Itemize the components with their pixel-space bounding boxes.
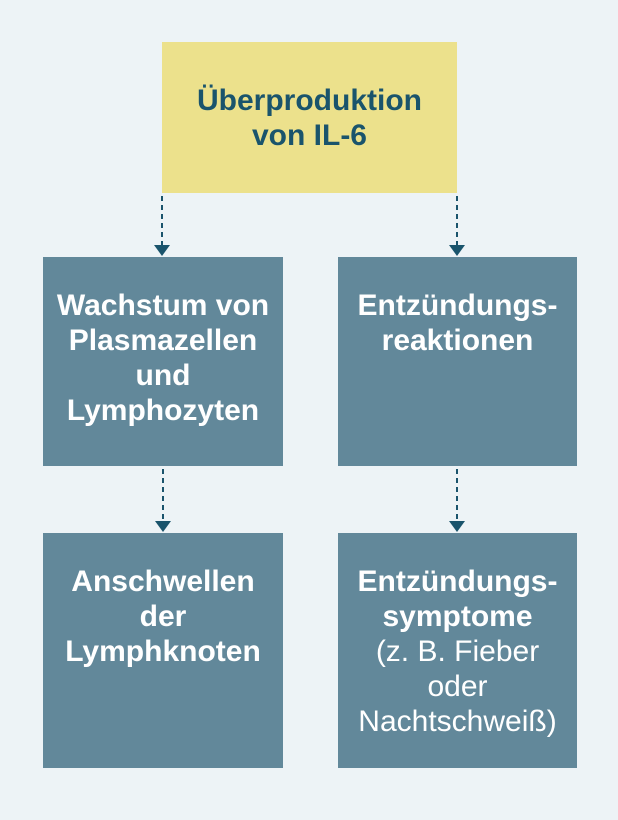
node-label-line: Überproduktion bbox=[197, 83, 422, 117]
node-label-line: der bbox=[139, 600, 187, 633]
node-growth-plasma-cells-lymphocytes: Wachstum von Plasmazellen und Lymphozyte… bbox=[43, 257, 283, 466]
node-inflammation-reactions: Entzündungs- reaktionen bbox=[338, 257, 577, 466]
node-label-line: symptome bbox=[382, 600, 533, 633]
arrow-dashed-line-root-to-inflammation bbox=[456, 196, 458, 245]
node-label-line: reaktionen bbox=[381, 324, 534, 357]
arrowhead-down-icon bbox=[449, 245, 465, 256]
node-label-line: Lymphknoten bbox=[65, 635, 261, 668]
node-label-line: von IL-6 bbox=[251, 118, 367, 152]
node-lymph-node-swelling: Anschwellen der Lymphknoten bbox=[43, 533, 283, 768]
node-label-line: Nachtschweiß) bbox=[358, 705, 557, 738]
arrow-dashed-line-growth-to-swelling bbox=[162, 469, 164, 521]
arrowhead-down-icon bbox=[154, 245, 170, 256]
node-label-line: oder bbox=[427, 670, 488, 703]
node-label-line: Entzündungs- bbox=[357, 565, 558, 598]
arrow-dashed-line-inflammation-to-symptoms bbox=[456, 469, 458, 521]
node-label-line: und bbox=[135, 359, 191, 392]
node-label-line: Entzündungs- bbox=[357, 289, 558, 322]
node-label-line: (z. B. Fieber bbox=[375, 635, 540, 668]
node-label-line: Plasmazellen bbox=[68, 324, 258, 357]
node-label-line: Anschwellen bbox=[71, 565, 255, 598]
arrowhead-down-icon bbox=[449, 521, 465, 532]
arrow-dashed-line-root-to-growth bbox=[161, 196, 163, 245]
node-label-line: Lymphozyten bbox=[66, 394, 260, 427]
node-root-il6-overproduction: Überproduktion von IL-6 bbox=[162, 42, 457, 193]
node-label-line: Wachstum von bbox=[56, 289, 270, 322]
node-inflammation-symptoms: Entzündungs- symptome (z. B. Fieber oder… bbox=[338, 533, 577, 768]
arrowhead-down-icon bbox=[155, 521, 171, 532]
